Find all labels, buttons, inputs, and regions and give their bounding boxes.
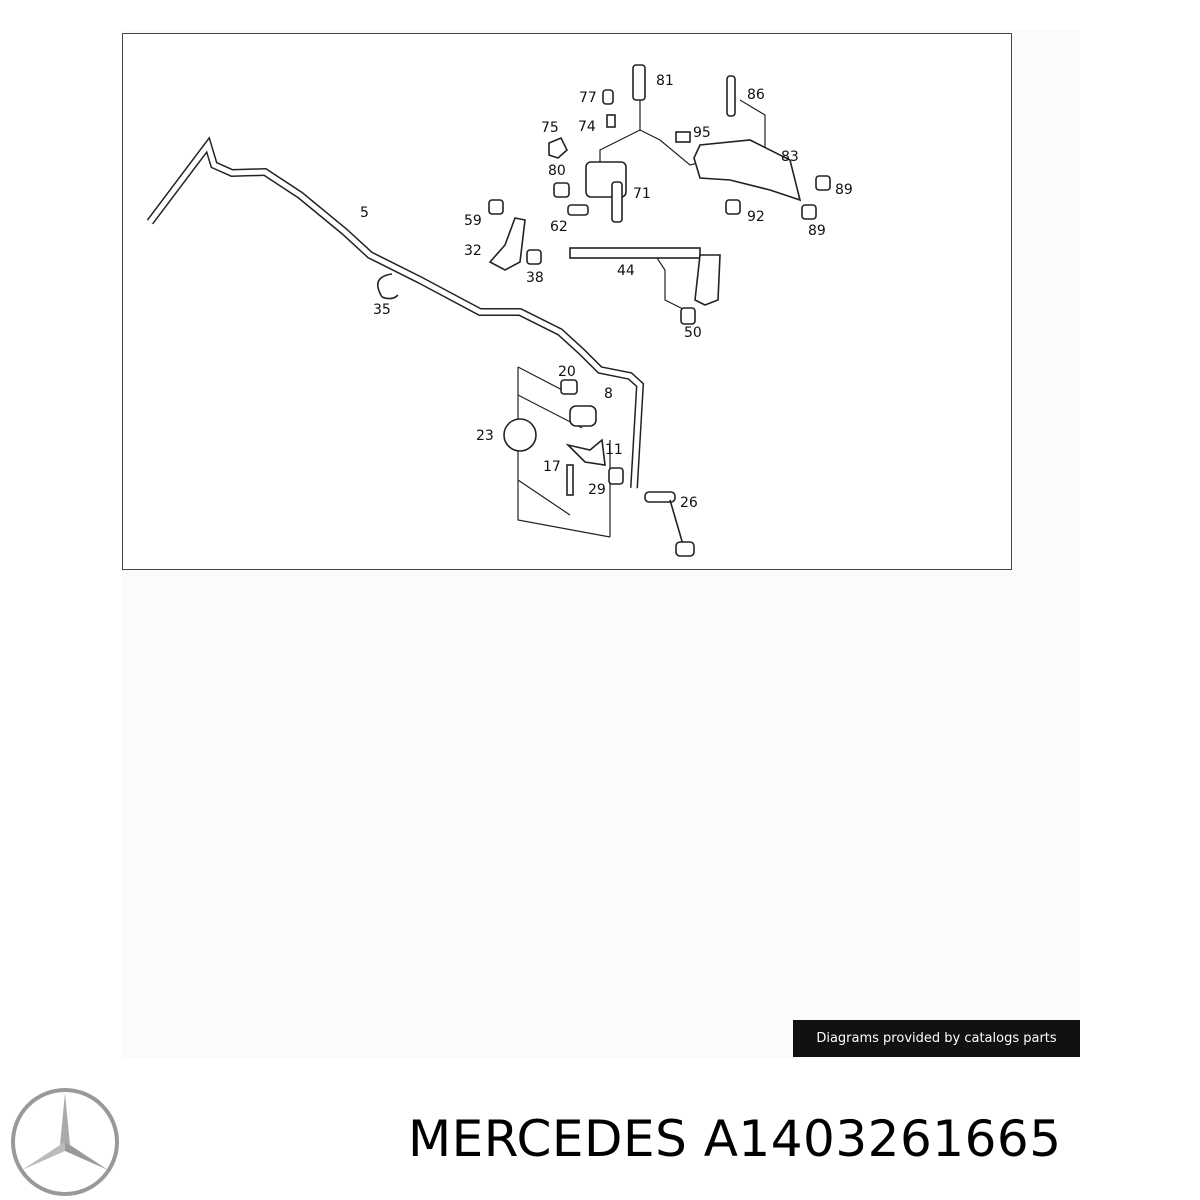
part-label: 38 xyxy=(526,270,544,286)
part-shapes xyxy=(376,64,831,557)
part-label: 74 xyxy=(578,119,596,135)
part-label: 95 xyxy=(693,125,711,141)
part-label: 5 xyxy=(360,205,369,221)
part-label: 77 xyxy=(579,90,597,106)
part-label: 35 xyxy=(373,302,391,318)
part-label: 44 xyxy=(617,263,635,279)
part-label: 17 xyxy=(543,459,561,475)
part-label: 80 xyxy=(548,163,566,179)
part-label: 89 xyxy=(835,182,853,198)
part-label: 23 xyxy=(476,428,494,444)
leader-lines xyxy=(517,85,766,538)
part-label: 32 xyxy=(464,243,482,259)
part-label: 92 xyxy=(747,209,765,225)
diagram-credit: Diagrams provided by catalogs parts xyxy=(793,1020,1080,1057)
part-label: 29 xyxy=(588,482,606,498)
part-title: MERCEDES A1403261665 xyxy=(408,1110,1062,1168)
part-label: 71 xyxy=(633,186,651,202)
stabilizer-bar xyxy=(146,136,645,489)
part-label: 11 xyxy=(605,442,623,458)
part-label: 81 xyxy=(656,73,674,89)
part-label: 50 xyxy=(684,325,702,341)
part-label: 26 xyxy=(680,495,698,511)
part-label: 75 xyxy=(541,120,559,136)
part-label: 59 xyxy=(464,213,482,229)
part-label: 89 xyxy=(808,223,826,239)
parts-diagram xyxy=(146,64,831,557)
part-label: 20 xyxy=(558,364,576,380)
part-label: 83 xyxy=(781,149,799,165)
mercedes-logo-icon xyxy=(11,1088,119,1196)
part-label: 62 xyxy=(550,219,568,235)
part-label: 8 xyxy=(604,386,613,402)
part-label: 86 xyxy=(747,87,765,103)
